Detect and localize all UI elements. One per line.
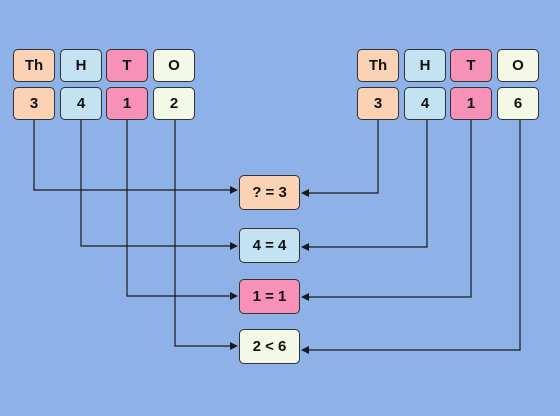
arrow-right-thousands [301,120,379,197]
arrow-right-hundreds [301,120,428,251]
left-digit-tens: 1 [106,87,148,120]
comparison-thousands: ? = 3 [239,175,300,210]
comparison-tens: 1 = 1 [239,279,300,314]
arrow-left-hundreds [80,120,238,250]
left-header-hundreds: H [60,49,102,82]
right-digit-ones: 6 [497,87,539,120]
comparison-hundreds: 4 = 4 [239,228,300,263]
left-header-thousands: Th [13,49,55,82]
arrow-right-tens [301,120,472,301]
left-header-tens: T [106,49,148,82]
right-header-thousands: Th [357,49,399,82]
right-header-hundreds: H [404,49,446,82]
left-header-ones: O [153,49,195,82]
comparison-ones: 2 < 6 [239,329,300,364]
right-digit-tens: 1 [450,87,492,120]
left-digit-hundreds: 4 [60,87,102,120]
right-header-tens: T [450,49,492,82]
arrow-left-thousands [33,120,238,194]
arrow-left-ones [174,120,238,350]
left-digit-thousands: 3 [13,87,55,120]
right-digit-thousands: 3 [357,87,399,120]
arrow-left-tens [126,120,238,300]
right-header-ones: O [497,49,539,82]
left-digit-ones: 2 [153,87,195,120]
arrow-right-ones [301,120,521,354]
right-digit-hundreds: 4 [404,87,446,120]
